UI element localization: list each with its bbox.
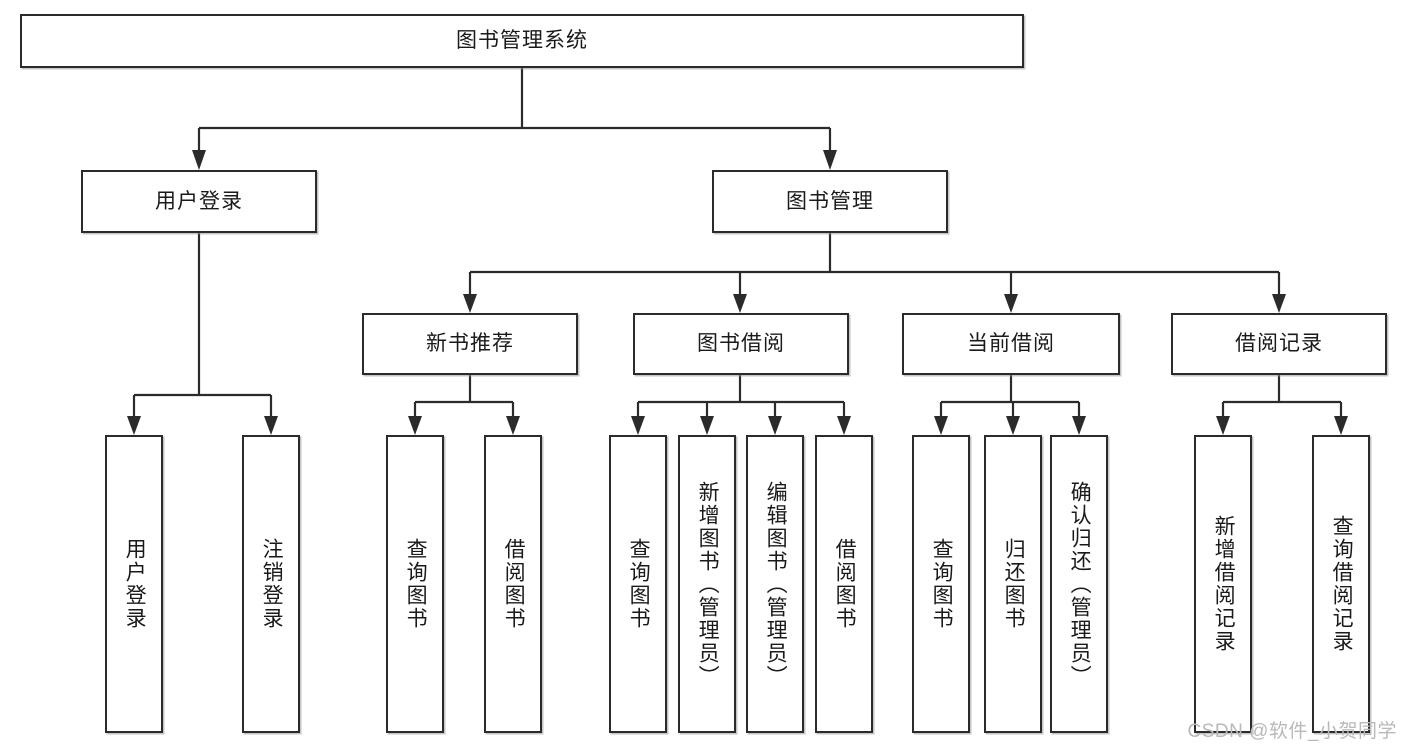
leaf-user-login-logout[interactable]: 注销登录 (242, 435, 300, 733)
arrowhead-bb-leaf-3 (768, 416, 782, 435)
leaf-current-borrow-confirm-label: 确认归还（管理员） (1068, 480, 1092, 688)
leaf-book-borrow-query-label: 查询图书 (627, 538, 651, 630)
leaf-book-borrow-add-label: 新增图书（管理员） (696, 480, 720, 688)
arrowhead-nb-leaf-2 (506, 416, 520, 435)
watermark: CSDN @软件_小贺同学 (1187, 721, 1397, 742)
node-user-login-label: 用户登录 (155, 189, 243, 213)
leaf-current-borrow-query-label: 查询图书 (930, 538, 954, 630)
node-book-management-label: 图书管理 (786, 189, 874, 213)
node-user-login[interactable]: 用户登录 (81, 170, 317, 233)
arrowhead-leaf-user-login (127, 416, 141, 435)
node-new-book-recommend[interactable]: 新书推荐 (362, 313, 578, 375)
arrowhead-current-borrow (1004, 294, 1018, 313)
leaf-current-borrow-return-label: 归还图书 (1002, 538, 1026, 630)
leaf-borrow-record-add-label: 新增借阅记录 (1212, 515, 1236, 653)
arrowhead-br-leaf-1 (1216, 416, 1230, 435)
node-borrow-record[interactable]: 借阅记录 (1171, 313, 1387, 375)
node-root[interactable]: 图书管理系统 (20, 14, 1024, 68)
arrowhead-borrow-record (1272, 294, 1286, 313)
arrowhead-cb-leaf-1 (934, 416, 948, 435)
leaf-book-borrow-edit-label: 编辑图书（管理员） (764, 480, 788, 688)
leaf-new-book-query[interactable]: 查询图书 (386, 435, 444, 733)
arrowhead-user-login (192, 150, 206, 170)
leaf-book-borrow-edit[interactable]: 编辑图书（管理员） (746, 435, 804, 733)
node-borrow-record-label: 借阅记录 (1235, 332, 1323, 356)
arrowhead-br-leaf-2 (1334, 416, 1348, 435)
leaf-user-login-logout-label: 注销登录 (260, 538, 284, 630)
arrowhead-leaf-logout (264, 416, 278, 435)
node-new-book-recommend-label: 新书推荐 (426, 332, 514, 356)
leaf-book-borrow-borrow[interactable]: 借阅图书 (815, 435, 873, 733)
leaf-current-borrow-confirm[interactable]: 确认归还（管理员） (1050, 435, 1108, 733)
leaf-borrow-record-query-label: 查询借阅记录 (1330, 515, 1354, 653)
arrowhead-nb-leaf-1 (408, 416, 422, 435)
node-book-management[interactable]: 图书管理 (712, 170, 948, 233)
leaf-borrow-record-query[interactable]: 查询借阅记录 (1312, 435, 1370, 733)
arrowhead-cb-leaf-2 (1006, 416, 1020, 435)
arrowhead-new-book (463, 294, 477, 313)
leaf-borrow-record-add[interactable]: 新增借阅记录 (1194, 435, 1252, 733)
leaf-current-borrow-query[interactable]: 查询图书 (912, 435, 970, 733)
arrowhead-bb-leaf-2 (700, 416, 714, 435)
leaf-new-book-borrow[interactable]: 借阅图书 (484, 435, 542, 733)
leaf-new-book-query-label: 查询图书 (404, 538, 428, 630)
leaf-book-borrow-add[interactable]: 新增图书（管理员） (678, 435, 736, 733)
arrowhead-bb-leaf-1 (631, 416, 645, 435)
arrowhead-bb-leaf-4 (837, 416, 851, 435)
leaf-new-book-borrow-label: 借阅图书 (502, 538, 526, 630)
node-current-borrow[interactable]: 当前借阅 (902, 313, 1120, 375)
arrowhead-cb-leaf-3 (1072, 416, 1086, 435)
arrowhead-book-borrow (733, 294, 747, 313)
leaf-book-borrow-query[interactable]: 查询图书 (609, 435, 667, 733)
node-book-borrow-label: 图书借阅 (697, 332, 785, 356)
leaf-user-login-login-label: 用户登录 (123, 538, 147, 630)
leaf-book-borrow-borrow-label: 借阅图书 (833, 538, 857, 630)
leaf-current-borrow-return[interactable]: 归还图书 (984, 435, 1042, 733)
node-root-label: 图书管理系统 (456, 29, 588, 53)
node-current-borrow-label: 当前借阅 (967, 332, 1055, 356)
arrowhead-book-mgmt (823, 150, 837, 170)
node-book-borrow[interactable]: 图书借阅 (633, 313, 849, 375)
leaf-user-login-login[interactable]: 用户登录 (105, 435, 163, 733)
